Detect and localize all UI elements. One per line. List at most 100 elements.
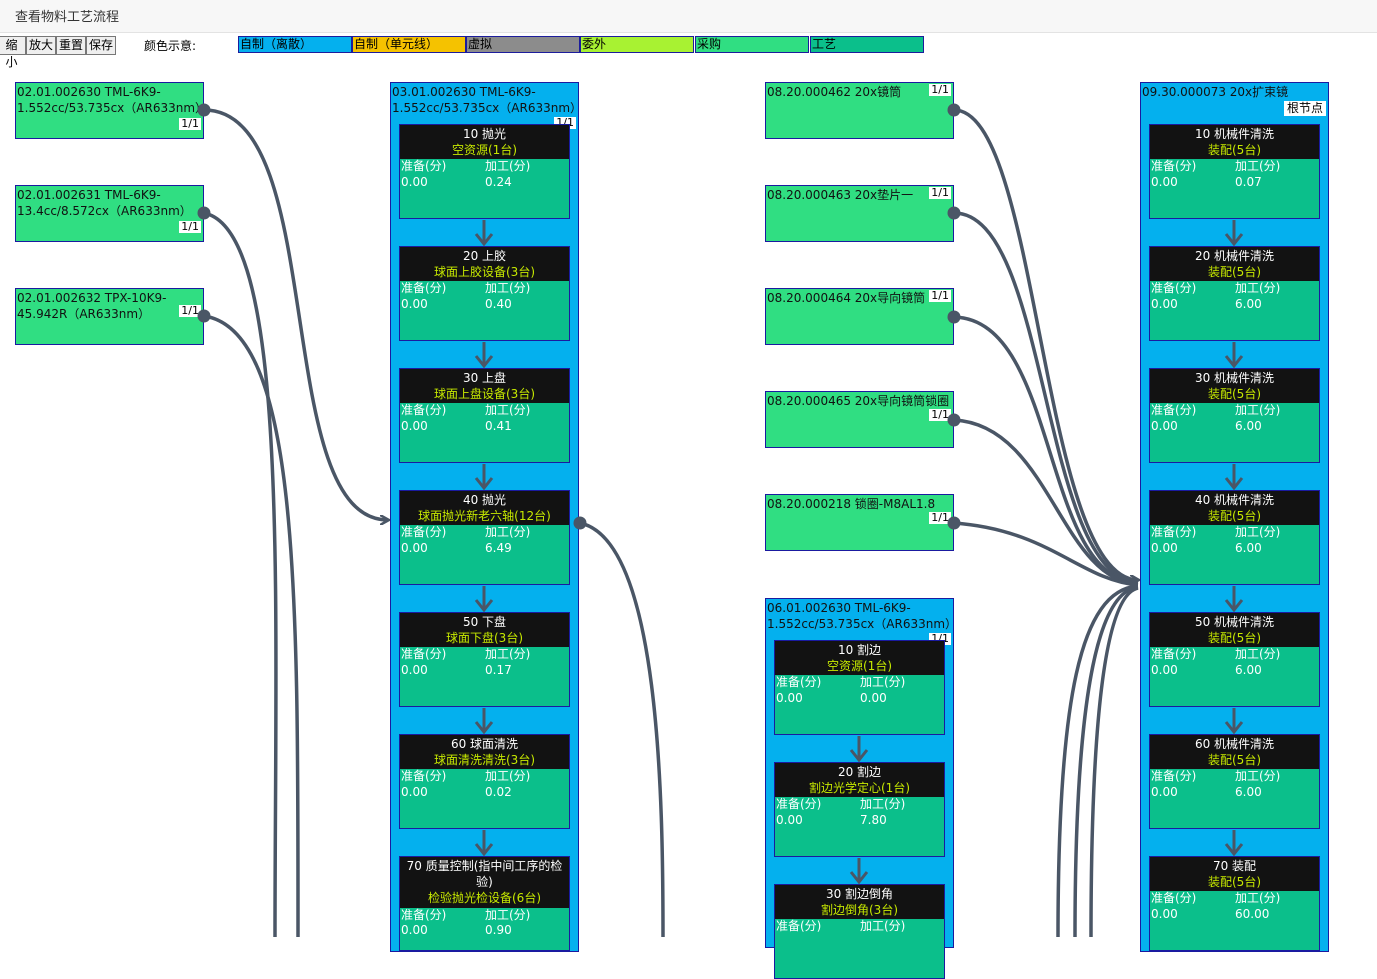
qty-badge: 1/1 <box>179 117 201 130</box>
proc-label: 加工(分) <box>1235 281 1281 295</box>
material-name: 02.01.002630 TML-6K9- 1.552cc/53.735cx（A… <box>17 85 208 115</box>
proc-label: 加工(分) <box>485 403 531 417</box>
step-name: 60 球面清洗 <box>450 737 519 751</box>
material-card[interactable]: 08.20.000465 20x导向镜筒锁圈 1/1 <box>765 391 954 448</box>
material-name: 08.20.000462 20x镜筒 <box>767 85 902 99</box>
qty-badge: 1/1 <box>929 186 951 199</box>
prep-value: 0.00 <box>401 541 428 555</box>
root-node-badge: 根节点 <box>1283 101 1326 116</box>
material-card[interactable]: 02.01.002631 TML-6K9- 13.4cc/8.572cx（AR6… <box>15 185 204 242</box>
step-name: 70 质量控制(指中间工序的检验) <box>406 859 563 889</box>
proc-value: 6.00 <box>1235 541 1262 555</box>
material-name: 08.20.000465 20x导向镜筒锁圈 <box>767 394 950 408</box>
prep-label: 准备(分) <box>401 281 447 295</box>
prep-label: 准备(分) <box>401 525 447 539</box>
material-card[interactable]: 02.01.002630 TML-6K9- 1.552cc/53.735cx（A… <box>15 82 208 139</box>
legend-label: 颜色示意: <box>144 39 197 53</box>
step-header: 70 装配装配(5台) <box>1150 857 1319 891</box>
proc-label: 加工(分) <box>1235 647 1281 661</box>
proc-value: 7.80 <box>860 813 887 827</box>
edge-p1-g3 <box>953 108 1138 580</box>
process-step[interactable]: 70 质量控制(指中间工序的检验)检验抛光检设备(6台)准备(分)加工(分)0.… <box>399 856 570 951</box>
material-card[interactable]: 08.20.000218 锁圈-M8AL1.8 1/1 <box>765 494 954 551</box>
proc-label: 加工(分) <box>485 908 531 922</box>
proc-value: 6.00 <box>1235 663 1262 677</box>
proc-value: 6.00 <box>1235 297 1262 311</box>
save-button[interactable]: 保存 <box>86 36 116 55</box>
step-machine: 装配(5台) <box>1208 509 1261 523</box>
proc-label: 加工(分) <box>485 281 531 295</box>
window-title: 查看物料工艺流程 <box>15 10 120 25</box>
legend-item-virtual: 虚拟 <box>466 36 580 53</box>
step-name: 30 机械件清洗 <box>1194 371 1275 385</box>
step-machine: 空资源(1台) <box>452 143 517 157</box>
material-name: 08.20.000464 20x导向镜筒 <box>767 291 926 305</box>
prep-value: 0.00 <box>401 297 428 311</box>
material-card[interactable]: 08.20.000464 20x导向镜筒 1/1 <box>765 288 954 345</box>
proc-label: 加工(分) <box>485 525 531 539</box>
qty-badge: 1/1 <box>179 304 201 317</box>
prep-value: 0.00 <box>1151 297 1178 311</box>
zoom-out-button[interactable]: 缩小 <box>0 36 26 69</box>
prep-label: 准备(分) <box>776 797 822 811</box>
proc-label: 加工(分) <box>860 675 906 689</box>
proc-label: 加工(分) <box>1235 403 1281 417</box>
proc-value: 0.40 <box>485 297 512 311</box>
step-header: 20 上胶球面上胶设备(3台) <box>400 247 569 281</box>
proc-label: 加工(分) <box>1235 159 1281 173</box>
edge-up1-g3 <box>1056 584 1139 937</box>
legend-item-process: 工艺 <box>810 36 924 53</box>
step-name: 20 上胶 <box>462 249 507 263</box>
prep-value: 0.00 <box>1151 907 1178 921</box>
material-name: 02.01.002631 TML-6K9- 13.4cc/8.572cx（AR6… <box>17 188 192 218</box>
material-card[interactable]: 08.20.000463 20x垫片一 1/1 <box>765 185 954 242</box>
step-name: 40 抛光 <box>462 493 507 507</box>
group-name: 09.30.000073 20x扩束镜 <box>1142 85 1289 99</box>
material-card[interactable]: 08.20.000462 20x镜筒 1/1 <box>765 82 954 139</box>
step-header: 10 机械件清洗装配(5台) <box>1150 125 1319 159</box>
proc-value: 6.00 <box>1235 419 1262 433</box>
prep-label: 准备(分) <box>1151 403 1197 417</box>
step-machine: 装配(5台) <box>1208 753 1261 767</box>
step-header: 30 割边倒角割边倒角(3台) <box>775 885 944 919</box>
proc-label: 加工(分) <box>860 797 906 811</box>
material-card[interactable]: 02.01.002632 TPX-10K9- 45.942R（AR633nm） … <box>15 288 204 345</box>
step-name: 10 机械件清洗 <box>1194 127 1275 141</box>
prep-value: 0.00 <box>1151 419 1178 433</box>
prep-value: 0.00 <box>401 419 428 433</box>
reset-button[interactable]: 重置 <box>56 36 86 55</box>
proc-label: 加工(分) <box>485 769 531 783</box>
proc-label: 加工(分) <box>1235 525 1281 539</box>
legend-item-self-discrete: 自制（离散） <box>238 36 352 53</box>
process-step[interactable]: 30 割边倒角割边倒角(3台)准备(分)加工(分) <box>774 884 945 979</box>
prep-label: 准备(分) <box>1151 891 1197 905</box>
prep-label: 准备(分) <box>1151 159 1197 173</box>
prep-label: 准备(分) <box>401 647 447 661</box>
step-machine: 割边倒角(3台) <box>821 903 898 917</box>
proc-value: 0.02 <box>485 785 512 799</box>
edge-g1-down <box>579 521 665 937</box>
step-machine: 装配(5台) <box>1208 265 1261 279</box>
qty-badge: 1/1 <box>929 408 951 421</box>
edge-up3-g3 <box>1089 586 1139 937</box>
group-name: 03.01.002630 TML-6K9- 1.552cc/53.735cx（A… <box>392 85 583 115</box>
edge-p2-g3 <box>953 211 1139 584</box>
step-name: 10 割边 <box>837 643 882 657</box>
zoom-in-button[interactable]: 放大 <box>26 36 56 55</box>
step-machine: 球面上胶设备(3台) <box>434 265 535 279</box>
